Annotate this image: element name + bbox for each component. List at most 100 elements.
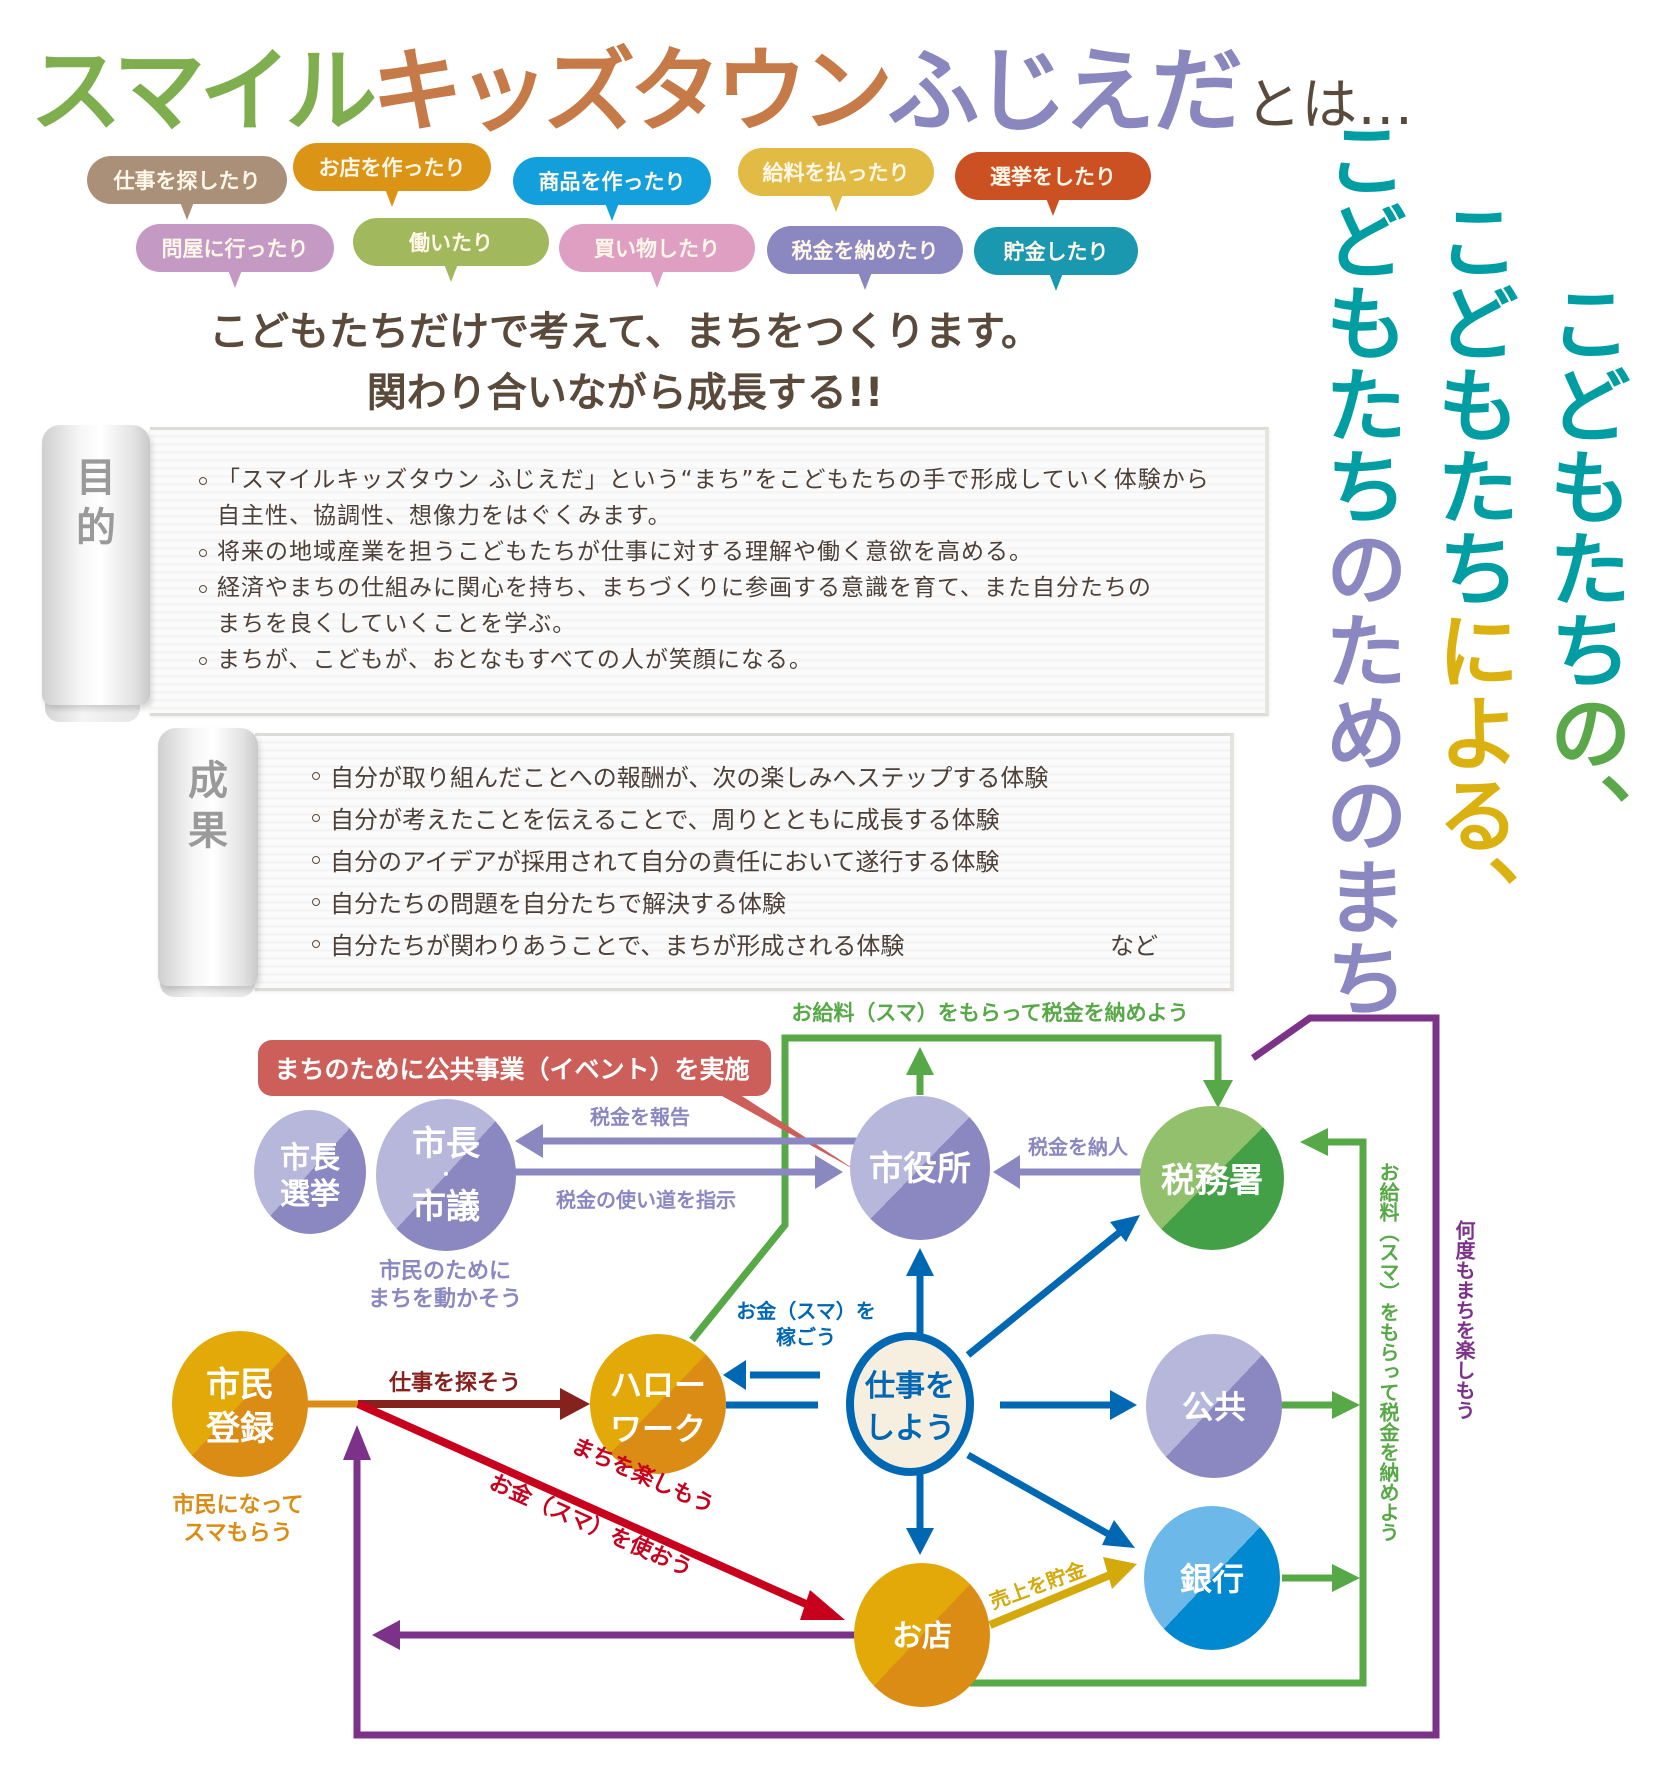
purpose-item: まちが、こどもが、おとなもすべての人が笑顔になる。 (195, 642, 1210, 678)
bubble-label: 税金を納めたり (791, 239, 939, 263)
purpose-item-cont: まちを良くしていくことを学ぶ。 (217, 611, 577, 637)
title-kids-town: キッズタウン (371, 38, 893, 145)
purpose-item-cont: 自主性、協調性、想像力をはぐくみます。 (217, 503, 672, 529)
node-hello-work-line1: ハロー (610, 1366, 706, 1404)
label-report-tax: 税金を報告 (590, 1105, 690, 1129)
label-salary-top: お給料（スマ）をもらって税金を納めよう (791, 1001, 1188, 1025)
label-earn-1: お金（スマ）を (736, 1299, 875, 1323)
callout-text: まちのために公共事業（イベント）を実施 (274, 1055, 749, 1084)
purpose-item: 「スマイルキッズタウン ふじえだ」という“まち”をこどもたちの手で形成していく体… (195, 462, 1210, 498)
salary-right-arrowhead (1300, 1128, 1328, 1156)
label-find-job: 仕事を探そう (388, 1370, 521, 1396)
bubble-wholesaler: 問屋に行ったり (136, 224, 334, 288)
results-panel (255, 733, 1234, 991)
results-item: 自分が考えたことを伝えることで、周りとともに成長する体験 (308, 799, 1048, 841)
shop-return-arrowhead (372, 1620, 400, 1650)
slogan-col-for: こどもたちのためのまち (1298, 68, 1408, 1068)
node-tax-office: 税務署 (1140, 1106, 1284, 1250)
node-hello-work: ハロー ワーク (590, 1334, 726, 1474)
enjoy-town-arrowhead (800, 1590, 845, 1620)
title-towa: とは… (1245, 73, 1414, 138)
save-sales-line (988, 1571, 1112, 1629)
label-earn-2: 稼ごう (776, 1325, 836, 1349)
node-mayor-election-line2: 選挙 (280, 1177, 341, 1212)
slogan-col2-main: こどもたち (1423, 199, 1518, 609)
label-become-citizen-2: スマもらう (183, 1521, 292, 1546)
node-shop-label: お店 (892, 1619, 952, 1654)
bubble-pay-salary: 給料を払ったり (738, 148, 934, 212)
work-to-hellowork-arrowhead (723, 1360, 746, 1390)
results-etc: など (1110, 932, 1158, 960)
node-work: 仕事を しよう (846, 1332, 974, 1476)
bubble-label: 仕事を探したり (113, 169, 261, 193)
title-fujieda: ふじえだ (887, 38, 1243, 145)
save-sales-arrowhead (1103, 1557, 1137, 1589)
results-roll: 成果 (158, 728, 258, 986)
bubble-shopping: 買い物したり (559, 224, 755, 288)
bubble-make-products: 商品を作ったり (513, 157, 711, 221)
results-item: 自分が取り組んだことへの報酬が、次の楽しみへステップする体験 (308, 757, 1048, 799)
results-item: 自分たちの問題を自分たちで解決する体験 (308, 883, 1048, 925)
bubble-label: 問屋に行ったり (161, 237, 309, 261)
loop-line (353, 1014, 1440, 1739)
node-hello-work-line2: ワーク (610, 1410, 706, 1448)
slogan-col1-accent: の、 (1535, 691, 1630, 855)
work-to-tax-arrowhead (1110, 1215, 1140, 1242)
node-mayor-council-dot: ・ (438, 1165, 454, 1184)
direct-tax-arrowhead (815, 1155, 843, 1189)
slogan-col3-accent: のためのまち (1311, 527, 1406, 1019)
bubble-label: 選挙をしたり (990, 165, 1116, 189)
node-city-hall-label: 市役所 (869, 1149, 971, 1189)
label-enjoy-again: 何度もまちを楽しもう (1452, 1220, 1476, 1420)
slogan-col-by: こどもたちによる、 (1410, 68, 1520, 1068)
slogan-col2-accent: による、 (1423, 609, 1518, 937)
node-bank-label: 銀行 (1180, 1560, 1244, 1598)
node-registration: 市民 登録 (172, 1331, 308, 1477)
node-registration-line1: 市民 (206, 1365, 274, 1405)
label-become-citizen-1: 市民になって (173, 1492, 304, 1518)
title-smile: スマイル (30, 38, 377, 145)
node-mayor-council-line2: 市議 (412, 1187, 480, 1227)
label-move-town-1: 市民のために (379, 1258, 511, 1284)
node-public-label: 公共 (1182, 1388, 1246, 1426)
bubble-label: 商品を作ったり (538, 170, 686, 194)
results-label-2: 果 (188, 808, 228, 854)
results-item: 自分のアイデアが採用されて自分の責任において遂行する体験 (308, 841, 1048, 883)
work-to-public-arrowhead (1110, 1390, 1137, 1420)
purpose-label-2: 的 (76, 505, 116, 551)
slogan-col1-main: こどもたち (1535, 281, 1630, 691)
salary-top-line (689, 1034, 1222, 1343)
label-salary-right: お給料（スマ）をもらって税金を納めよう (1376, 1162, 1400, 1542)
node-mayor-election-line1: 市長 (280, 1141, 341, 1176)
work-to-tax-line (965, 1229, 1123, 1358)
purpose-roll: 目的 (42, 425, 150, 705)
work-to-bank-arrowhead (1102, 1520, 1135, 1548)
callout-bubble (258, 1040, 857, 1171)
node-mayor-election: 市長 選挙 (254, 1110, 366, 1234)
city-hall-up-arrowhead (906, 1047, 934, 1075)
bubble-make-shop: お店を作ったり (293, 143, 491, 207)
slogan-col3-main: こどもたち (1311, 117, 1406, 527)
bubble-label: 買い物したり (594, 237, 720, 261)
bubble-label: 働いたり (409, 231, 493, 255)
report-tax-arrowhead (515, 1124, 543, 1158)
node-tax-office-label: 税務署 (1161, 1161, 1263, 1201)
bubble-election: 選挙をしたり (955, 152, 1151, 216)
loop-arrowhead (343, 1425, 371, 1460)
bubble-pay-tax: 税金を納めたり (767, 226, 963, 290)
node-work-line1: 仕事を (864, 1369, 955, 1404)
purpose-label-1: 目 (76, 455, 116, 501)
node-shop: お店 (854, 1563, 990, 1707)
bubble-work: 働いたり (353, 218, 549, 282)
purpose-list: 「スマイルキッズタウン ふじえだ」という“まち”をこどもたちの手で形成していく体… (195, 462, 1210, 678)
bubble-label: 給料を払ったり (762, 161, 910, 185)
page-title: スマイル キッズタウン ふじえだ とは… (30, 38, 1413, 138)
node-registration-line2: 登録 (205, 1409, 275, 1449)
purpose-item: 経済やまちの仕組みに関心を持ち、まちづくりに参画する意識を育て、また自分たちの (195, 570, 1210, 606)
bubble-savings: 貯金したり (974, 227, 1138, 291)
pay-tax-arrowhead (993, 1155, 1020, 1189)
bubble-label: 貯金したり (1003, 240, 1109, 264)
label-pay-tax: 税金を納人 (1028, 1135, 1129, 1159)
public-to-tax-arrowhead (1332, 1391, 1360, 1419)
